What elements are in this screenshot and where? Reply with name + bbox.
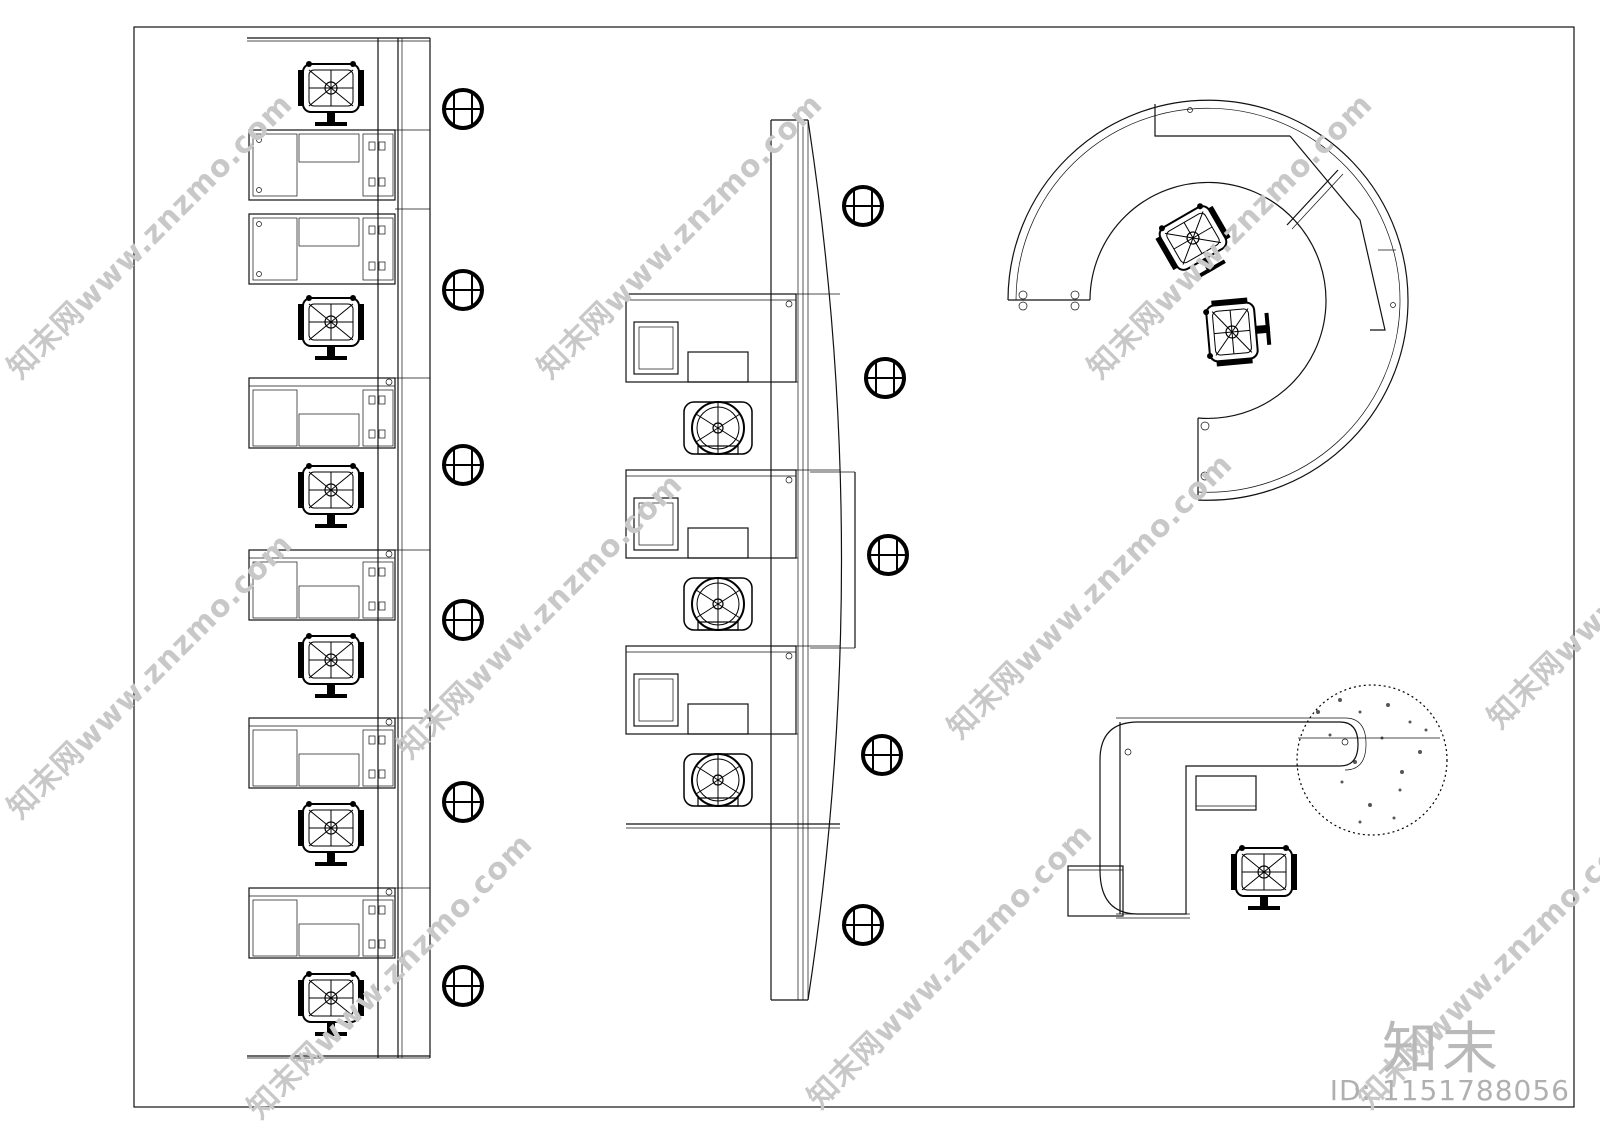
desk-left-2 [248, 213, 396, 285]
desk-left-1 [248, 129, 396, 201]
watermark-brand: 知末 [1382, 1017, 1502, 1082]
chair-left-3 [297, 462, 365, 529]
watermark-id: ID: 1151788056 [1329, 1074, 1570, 1107]
chair-middle-3 [683, 753, 753, 807]
curved-reception-desk [1007, 99, 1409, 501]
desk-left-3 [248, 377, 396, 449]
desk-left-5 [248, 717, 396, 789]
watermark-text: 知末网www.znzmo.com [1, 87, 300, 386]
ceiling-lights-middle [842, 185, 909, 946]
watermark-text: 知末网www.znzmo.com [941, 447, 1240, 746]
watermark-text: 知末网www.znzmo.com [241, 827, 540, 1126]
drawing-border [133, 26, 1575, 1108]
l-shaped-desk [1067, 684, 1448, 919]
chair-left-4 [297, 632, 365, 699]
watermark-text: 知末网www.znzmo.com [531, 87, 830, 386]
chair-left-2 [297, 294, 365, 361]
chair-middle-1 [683, 401, 753, 455]
watermark-text: 知末网www.znzmo.com [1081, 87, 1380, 386]
watermark-text: 知末网www.znzmo.com [1481, 437, 1600, 736]
chair-reception-2 [1201, 294, 1274, 369]
chair-left-1 [297, 60, 365, 127]
desk-left-6 [248, 887, 396, 959]
workstation-row-left [247, 37, 431, 1059]
watermark-text: 知末网www.znzmo.com [801, 817, 1100, 1116]
chair-executive [1230, 844, 1298, 911]
workstation-row-middle [625, 119, 856, 1001]
watermark-text: 知末网www.znzmo.com [1, 527, 300, 826]
chair-middle-2 [683, 577, 753, 631]
watermark-layer: 知末网www.znzmo.com 知末网www.znzmo.com 知末网www… [1, 87, 1600, 1126]
chair-left-5 [297, 800, 365, 867]
